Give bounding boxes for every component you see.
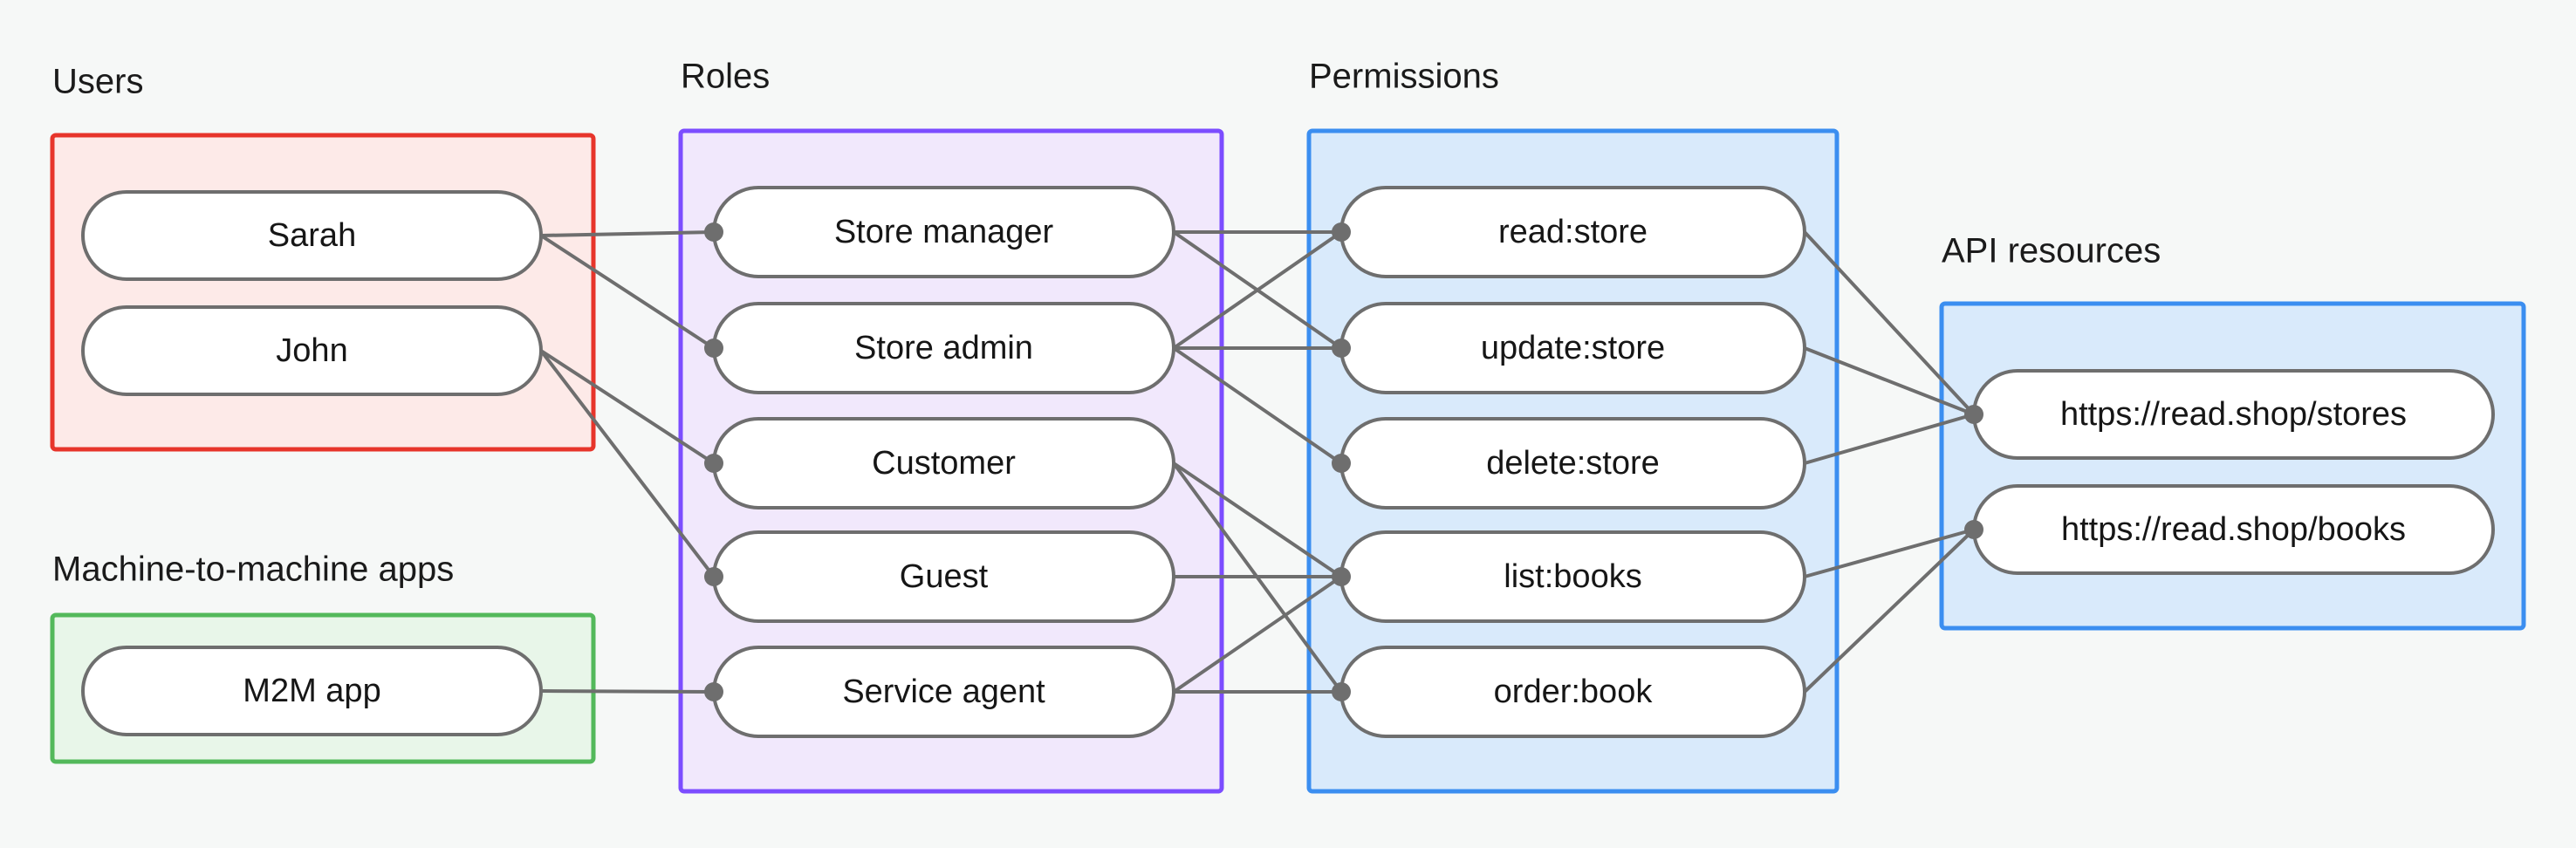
edge-endpoint-service-agent bbox=[704, 682, 723, 701]
edge-sarah-to-store-admin bbox=[539, 234, 716, 350]
node-label-list-books: list:books bbox=[1504, 558, 1641, 595]
group-title-users: Users bbox=[52, 63, 143, 101]
edge-customer-to-list-books bbox=[1172, 462, 1343, 578]
edge-endpoint-order-book bbox=[1332, 682, 1351, 701]
edge-service-agent-to-list-books bbox=[1172, 575, 1343, 694]
node-label-customer: Customer bbox=[872, 445, 1016, 482]
edge-endpoint-guest bbox=[704, 567, 723, 586]
edge-endpoint-store-admin bbox=[704, 339, 723, 358]
node-label-store-admin: Store admin bbox=[854, 330, 1033, 366]
edge-m2mapp-to-service-agent bbox=[540, 689, 715, 694]
group-title-m2m: Machine-to-machine apps bbox=[52, 551, 454, 589]
edge-store-admin-to-delete-store bbox=[1172, 346, 1343, 465]
edge-endpoint-delete-store bbox=[1332, 454, 1351, 473]
edge-endpoint-customer bbox=[704, 454, 723, 473]
group-box-users bbox=[50, 133, 596, 452]
edge-endpoint-list-books bbox=[1332, 567, 1351, 586]
node-label-update-store: update:store bbox=[1481, 330, 1665, 366]
node-label-res-books: https://read.shop/books bbox=[2061, 511, 2406, 548]
group-title-roles: Roles bbox=[681, 58, 770, 96]
node-m2mapp[interactable] bbox=[81, 646, 543, 736]
edge-endpoint-update-store bbox=[1332, 339, 1351, 358]
node-label-read-store: read:store bbox=[1498, 214, 1648, 250]
edge-order-book-to-res-books bbox=[1803, 528, 1976, 694]
node-label-service-agent: Service agent bbox=[842, 674, 1045, 710]
node-label-john: John bbox=[276, 332, 347, 369]
edge-delete-store-to-res-stores bbox=[1804, 413, 1975, 465]
edge-endpoint-read-store bbox=[1332, 222, 1351, 242]
node-john[interactable] bbox=[81, 305, 543, 396]
edge-john-to-customer bbox=[539, 349, 716, 465]
edge-list-books-to-res-books bbox=[1804, 528, 1975, 578]
edge-update-store-to-res-stores bbox=[1804, 346, 1975, 416]
node-label-order-book: order:book bbox=[1494, 674, 1654, 710]
edge-read-store-to-res-stores bbox=[1803, 230, 1976, 416]
edge-endpoints bbox=[704, 222, 1983, 701]
edge-endpoint-res-stores bbox=[1964, 405, 1983, 424]
edge-connections bbox=[539, 230, 1976, 694]
edge-sarah-to-store-manager bbox=[540, 230, 715, 237]
node-label-delete-store: delete:store bbox=[1486, 445, 1660, 482]
node-sarah[interactable] bbox=[81, 190, 543, 281]
edge-store-admin-to-read-store bbox=[1172, 230, 1343, 350]
node-label-m2mapp: M2M app bbox=[243, 673, 380, 709]
group-title-api-resources: API resources bbox=[1942, 232, 2161, 270]
edge-endpoint-store-manager bbox=[704, 222, 723, 242]
node-label-guest: Guest bbox=[900, 558, 989, 595]
node-label-store-manager: Store manager bbox=[834, 214, 1054, 250]
group-title-permissions: Permissions bbox=[1309, 58, 1499, 96]
edge-john-to-guest bbox=[539, 349, 716, 578]
node-label-sarah: Sarah bbox=[268, 217, 356, 254]
node-label-res-stores: https://read.shop/stores bbox=[2060, 396, 2407, 433]
edge-endpoint-res-books bbox=[1964, 520, 1983, 539]
group-box-api-resources bbox=[1939, 301, 2526, 631]
